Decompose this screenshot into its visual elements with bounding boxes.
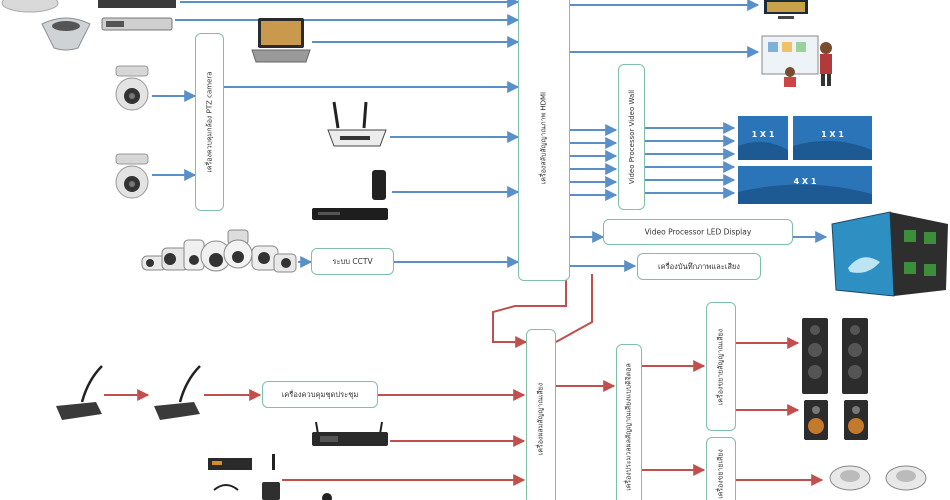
- wireless-mic-receiver-icon: [312, 421, 388, 446]
- amplifier-1-box: เครื่องขยายสัญญาณเสียง: [706, 302, 736, 431]
- ceiling-speakers-icon: [829, 465, 927, 491]
- amplifier-1-label: เครื่องขยายสัญญาณเสียง: [716, 328, 725, 405]
- digital-mixer-box: เครื่องประมวลผลสัญญาณเสียงแบบดิจิตอล: [616, 344, 642, 500]
- tv-display-icon: [764, 0, 808, 19]
- amplifier-2-box: เครื่องขยายเสียง: [706, 437, 736, 500]
- audio-mixer-label: เครื่องผสมสัญญาณเสียง: [536, 382, 545, 456]
- led-processor-label: Video Processor LED Display: [644, 227, 752, 237]
- ptz-camera-1-icon: [115, 65, 149, 111]
- media-recorder-icon: [98, 0, 176, 31]
- ptz-controller-label: เครื่องควบคุมกล้อง PTZ camera: [205, 71, 213, 173]
- video-wall-processor-label: Video Processor Video Wall: [627, 89, 636, 185]
- line-switcher-to-mixer-loop: [492, 272, 567, 348]
- av-recorder-label: เครื่องบันทึกภาพและเสียง: [658, 261, 740, 271]
- hdmi-switcher-box: เครื่องสลับสัญญาณภาพ HDMI: [518, 0, 570, 281]
- speakerphone-top-icon: [1, 0, 59, 13]
- line-mixer-to-recorder-loop: [555, 274, 593, 343]
- conference-controller-label: เครื่องควบคุมชุดประชุม: [281, 389, 359, 399]
- bodypack-headset-icon: [208, 454, 280, 500]
- video-wall-panels: [738, 116, 872, 204]
- cctv-label: ระบบ CCTV: [332, 256, 373, 266]
- video-wall-tile-1-label: 1 X 1: [751, 130, 775, 139]
- video-wall-display: 1 X 1 1 X 1 4 X 1: [738, 116, 872, 204]
- led-processor-box: Video Processor LED Display: [603, 219, 793, 245]
- conference-speakerphone-icon: [41, 17, 91, 51]
- video-wall-tile-2-label: 1 X 1: [821, 130, 844, 139]
- delegate-mic-1-icon: [56, 365, 103, 420]
- video-wall-processor-box: Video Processor Video Wall: [618, 64, 645, 210]
- av-recorder-box: เครื่องบันทึกภาพและเสียง: [637, 253, 761, 280]
- interactive-whiteboard-icon: [761, 35, 832, 87]
- hdmi-switcher-label: เครื่องสลับสัญญาณภาพ HDMI: [539, 91, 548, 184]
- laptop-icon: [251, 18, 311, 63]
- ptz-controller-box: เครื่องควบคุมกล้อง PTZ camera: [195, 33, 224, 211]
- wireless-presenter-icon: [327, 101, 387, 147]
- bookshelf-speakers-icon: [804, 400, 868, 440]
- conference-controller-box: เครื่องควบคุมชุดประชุม: [262, 381, 378, 408]
- audio-mixer-box: เครื่องผสมสัญญาณเสียง: [526, 329, 556, 500]
- tower-speakers-icon: [802, 318, 868, 394]
- delegate-mic-2-icon: [154, 365, 201, 420]
- digital-mixer-label: เครื่องประมวลผลสัญญาณเสียงแบบดิจิตอล: [624, 363, 633, 491]
- cctv-cameras-icon: [141, 229, 297, 273]
- cctv-box: ระบบ CCTV: [311, 248, 394, 275]
- amplifier-2-label: เครื่องขยายเสียง: [716, 448, 725, 499]
- video-wall-tile-3-label: 4 X 1: [793, 177, 817, 186]
- led-display-icon: [831, 211, 948, 297]
- ptz-camera-2-icon: [115, 153, 149, 199]
- lapel-mic-icon: [322, 493, 332, 500]
- media-player-icon: [312, 170, 388, 220]
